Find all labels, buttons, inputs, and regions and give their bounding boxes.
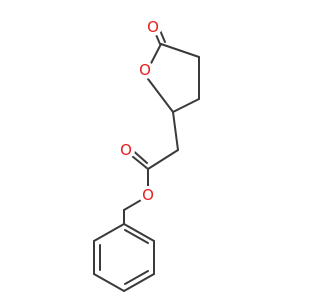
atom-label-ester-o: O — [139, 186, 157, 204]
bond — [144, 74, 174, 113]
bond — [93, 223, 125, 242]
molecular-structure: O O O O — [93, 18, 200, 292]
bond — [123, 273, 155, 292]
benzene-ring — [93, 223, 155, 292]
atom-label-carbonyl-o: O — [144, 18, 162, 36]
lactone-ring — [144, 43, 200, 113]
bond — [172, 111, 179, 151]
atom-label-ester-carbonyl-o: O — [117, 141, 135, 159]
bond — [93, 273, 125, 292]
bond — [124, 270, 149, 285]
oxygen-atom-label: O — [142, 186, 154, 204]
oxygen-atom-label: O — [139, 61, 151, 79]
atom-label-ring-o: O — [136, 61, 154, 79]
oxygen-atom-label: O — [147, 18, 159, 36]
bond — [147, 149, 179, 170]
bond — [124, 229, 149, 244]
oxygen-atom-label: O — [120, 141, 132, 159]
bond — [160, 43, 200, 58]
bond — [172, 98, 200, 113]
bond — [123, 223, 155, 242]
